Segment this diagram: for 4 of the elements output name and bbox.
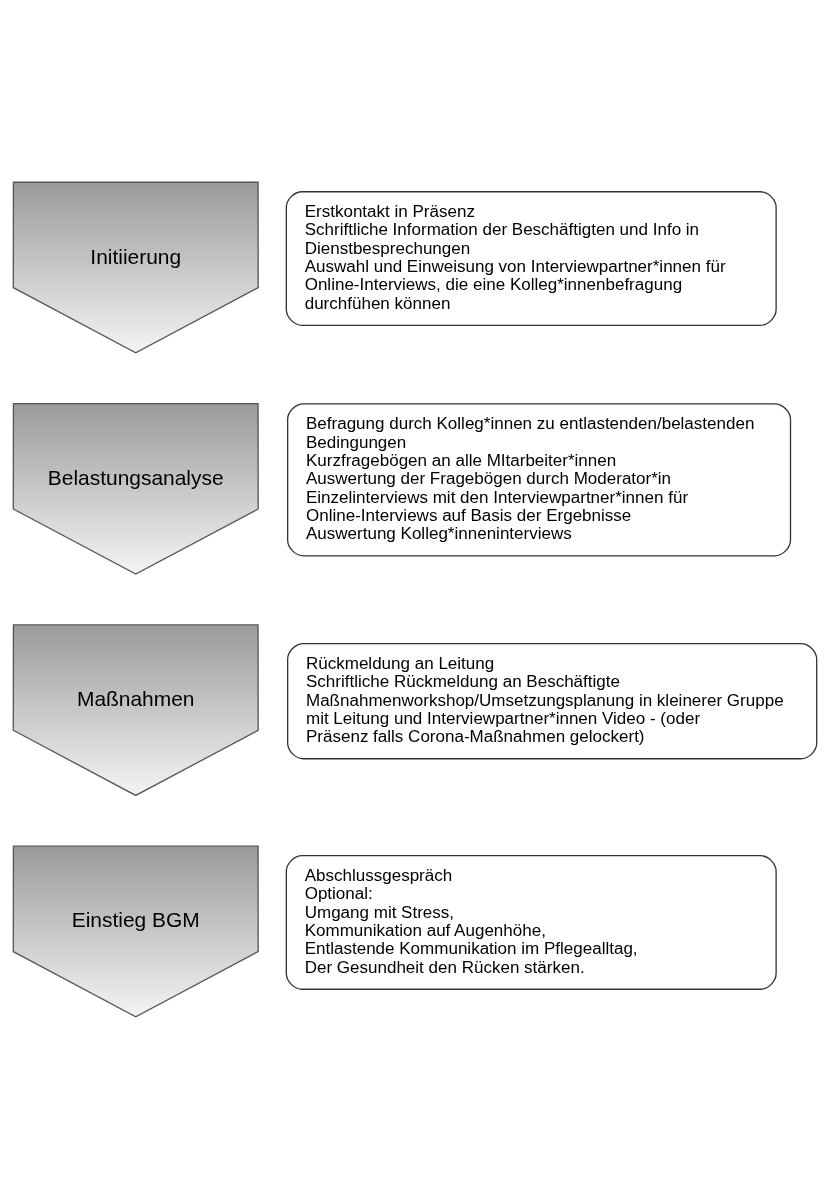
node-box: Abschlussgespräch Optional: Umgang mit Stress, Kommunikation auf Augenhöhe, Entlastende Kommunikation im Pflegealltag, Der Gesundheit den Rücken stärken. [285, 854, 777, 990]
node-box: Befragung durch Kolleg*innen zu entlastenden/belastenden Bedingungen Kurzfragebögen an alle MItarbeiter*innen Auswertung der Fragebögen durch Moderator*in Einzelinterviews mit den Interviewpartner*innen für Online-Interviews auf Basis der Ergebnisse Auswertung Kolleg*inneninterviews [287, 402, 792, 556]
node-box: Rückmeldung an Leitung Schriftliche Rückmeldung an Beschäftigte Maßnahmenworkshop/Umsetzungsplanung in kleinerer Gruppe mit Leitung und Interviewpartner*innen Video - (oder Präsenz falls Corona-Maßnahmen gelockert) [287, 642, 818, 759]
node-box: Erstkontakt in Präsenz Schriftliche Information der Beschäftigten und Info in Dienstbesprechungen Auswahl und Einweisung von Interviewpartner*innen für Online-Interviews, die eine Kolleg*innenbefragung durchfühen können [285, 190, 777, 326]
